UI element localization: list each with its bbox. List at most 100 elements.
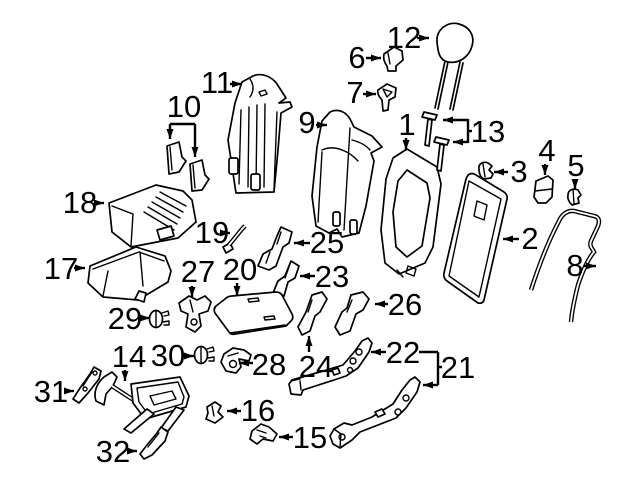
callout-number: 3 [510, 154, 527, 189]
knob-body [478, 161, 494, 180]
callout-number: 18 [63, 185, 97, 220]
callout-number: 11 [201, 65, 233, 100]
strip-core [530, 209, 600, 323]
callout-26: 26 [375, 287, 422, 322]
shield-outline [272, 260, 300, 297]
callout-number: 29 [108, 301, 142, 336]
end-cap-seam [333, 428, 342, 448]
part-2-back-panel [442, 172, 509, 305]
part-23-side-shield-small [272, 260, 300, 297]
part-27-hinge-bracket [178, 295, 212, 333]
seam-lines [317, 127, 371, 231]
callout-4: 4 [538, 133, 556, 175]
bezel-seam [534, 188, 553, 192]
part-28-latch-bracket [220, 347, 252, 374]
callout-18: 18 [63, 185, 104, 220]
slot [332, 211, 341, 227]
bolt-hole [338, 433, 346, 441]
callouts-layer: 1 2 3 4 5 6 7 8 [34, 20, 596, 469]
cover-a-fold [169, 146, 173, 171]
clip-seam [211, 405, 215, 417]
bracket-outline [72, 366, 102, 404]
callout-22: 22 [371, 335, 438, 370]
bracket-outline [220, 347, 252, 374]
callout-29: 29 [108, 301, 150, 336]
callout-32: 32 [96, 434, 137, 469]
hook-wire-core [228, 225, 246, 246]
part-20-floor-panel [213, 291, 294, 336]
callout-number: 7 [346, 75, 363, 110]
clip-body [249, 423, 278, 445]
bolt-hole [346, 366, 354, 374]
frame-opening [392, 169, 431, 258]
seam-lines [92, 251, 165, 297]
callout-number: 4 [538, 133, 555, 168]
part-16-clip [205, 401, 224, 424]
shield-seams [265, 231, 282, 264]
panel-slots [247, 297, 276, 321]
panel-edge [229, 320, 292, 334]
callout-number: 10 [167, 89, 201, 124]
cover-b-fold [192, 164, 196, 189]
callout-number: 1 [398, 107, 415, 142]
fold-lines [249, 78, 278, 191]
callout-13: 13 [443, 114, 505, 149]
cushion-outline [108, 184, 197, 248]
post [449, 61, 464, 111]
strip-outline [139, 426, 169, 460]
callout-23: 23 [300, 259, 349, 294]
pin-b [433, 136, 450, 172]
callout-number: 31 [34, 374, 68, 409]
pin-a [421, 111, 438, 147]
part-30-grommet-clip [193, 345, 215, 365]
pan-rim [136, 381, 185, 415]
part-26-pad-strip [334, 291, 370, 336]
callout-number: 14 [112, 339, 146, 374]
lock-seam [382, 88, 393, 98]
bracket-seam [82, 371, 93, 387]
part-4-bezel [533, 175, 554, 204]
part-31-support-bracket [72, 366, 102, 404]
bolt-hole [82, 386, 88, 392]
panel-outline [213, 291, 294, 336]
leader-bracket [436, 352, 442, 385]
callout-number: 21 [441, 350, 475, 385]
callout-11: 11 [201, 65, 242, 100]
callout-number: 28 [252, 347, 286, 382]
knob-seam [482, 163, 486, 178]
guide-seam [387, 52, 391, 65]
pleat-lines [238, 103, 266, 190]
clip-body [205, 401, 224, 424]
track-outline [329, 376, 421, 449]
callout-7: 7 [346, 75, 376, 110]
part-29-grommet-clip [148, 309, 170, 329]
bracket-seam [227, 352, 239, 357]
callout-31: 31 [34, 374, 74, 409]
callout-28: 28 [239, 347, 286, 382]
bolt-hole [402, 394, 410, 402]
bolt-hole [92, 370, 98, 376]
callout-8: 8 [566, 248, 596, 283]
callout-30: 30 [151, 338, 194, 373]
slot [349, 219, 358, 235]
clip-prongs [155, 310, 170, 328]
part-5-clip [566, 188, 582, 206]
callout-number: 20 [223, 252, 257, 287]
callout-number: 5 [567, 148, 584, 183]
part-17-seat-cushion-lower [87, 246, 172, 303]
track-tab [331, 367, 341, 376]
shield-outline [257, 226, 293, 271]
callout-number: 26 [388, 287, 422, 322]
part-22-seat-track-upper [288, 337, 373, 396]
latch-notch [156, 225, 175, 241]
clip-prongs [200, 346, 215, 364]
callout-number: 25 [310, 225, 344, 260]
post [434, 60, 449, 110]
callout-14: 14 [112, 339, 146, 381]
parts-layer [72, 22, 602, 460]
callout-number: 27 [181, 254, 215, 289]
part-14-seat-frame [94, 371, 190, 434]
callout-number: 15 [293, 420, 327, 455]
bolt-hole [228, 359, 238, 369]
panel-outline [442, 172, 509, 305]
